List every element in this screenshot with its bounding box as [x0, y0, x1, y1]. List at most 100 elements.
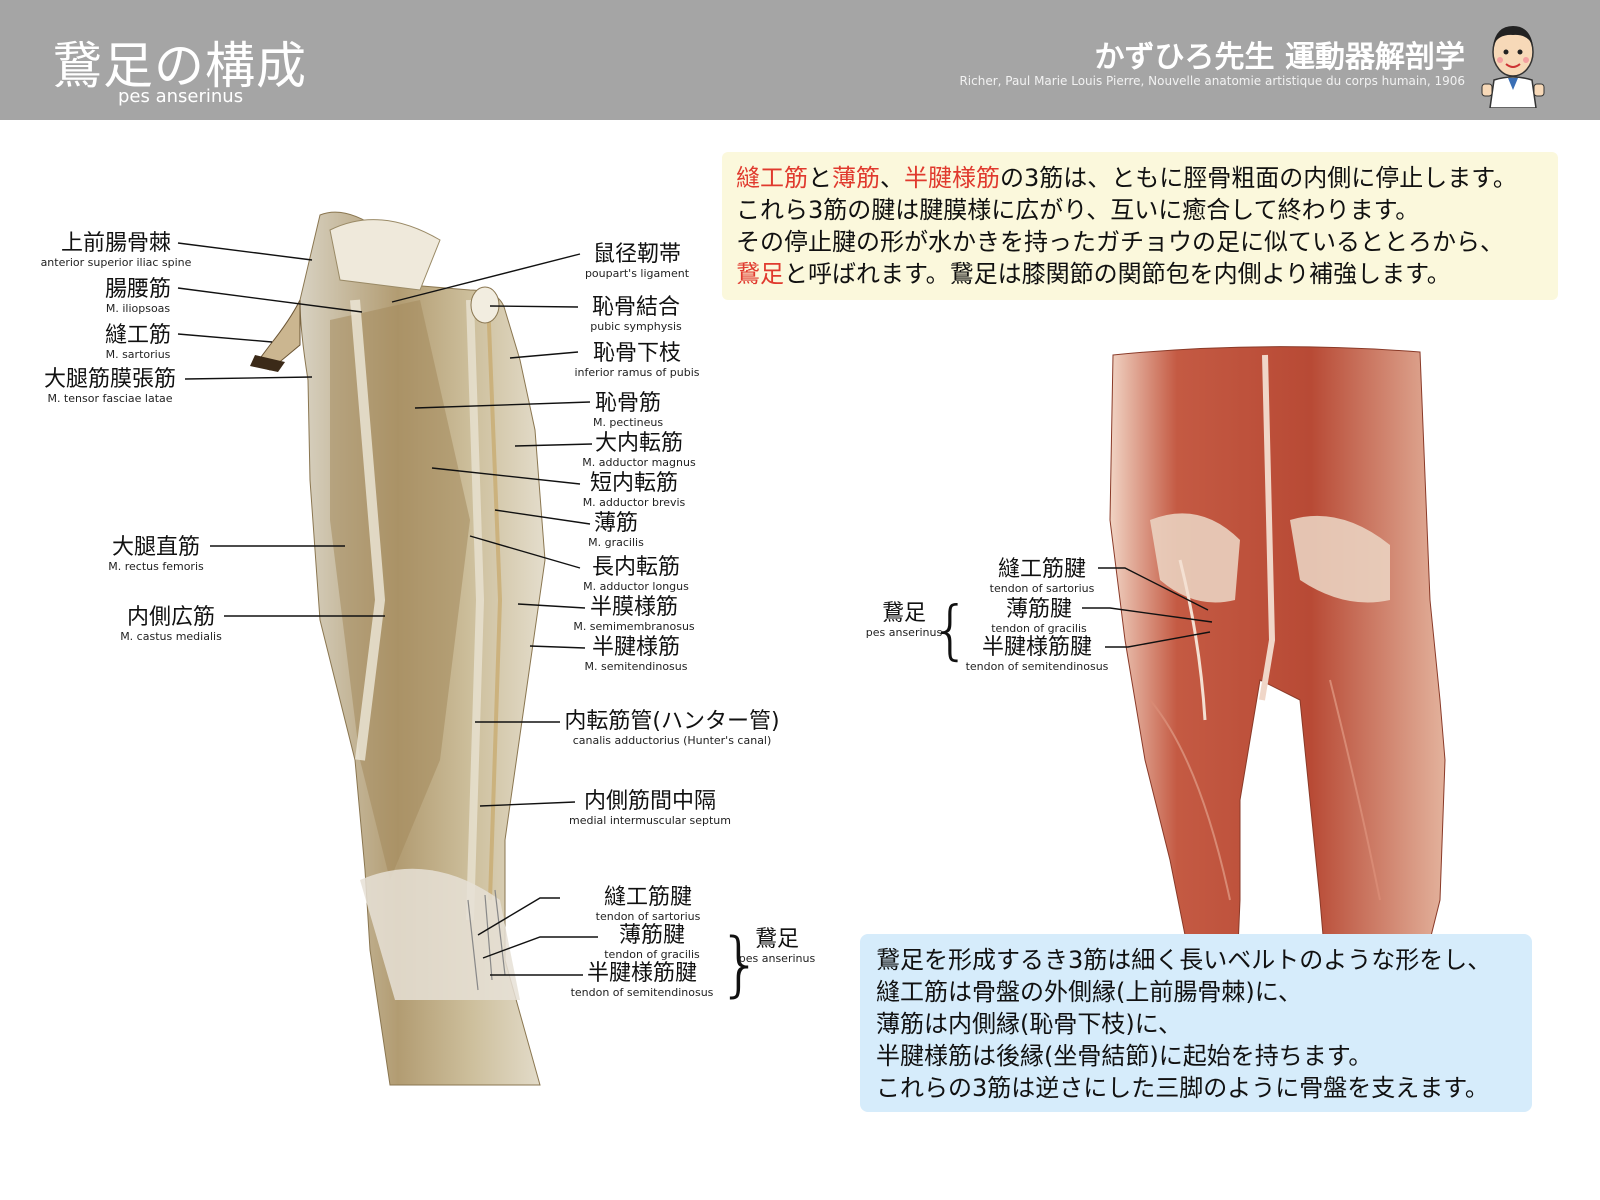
- text-span: と: [808, 164, 832, 192]
- label-en: M. sartorius: [105, 348, 171, 361]
- label-adductor-brevis: 短内転筋 M. adductor brevis: [574, 471, 694, 510]
- text-span: 、: [880, 164, 904, 192]
- label-jp: 縫工筋: [104, 323, 171, 348]
- text-span: と呼ばれます。鵞足は膝関節の関節包を内側より補強します。: [784, 260, 1451, 288]
- label-en: tendon of gracilis: [604, 948, 700, 961]
- label-jp: 恥骨下枝: [592, 341, 681, 366]
- label-jp: 内側筋間中隔: [583, 789, 716, 814]
- label-en: M. pectineus: [592, 416, 664, 429]
- page-title: 鵞足の構成: [52, 37, 307, 95]
- label-en: medial intermuscular septum: [569, 814, 731, 827]
- label-jp: 大腿筋膜張筋: [43, 367, 176, 392]
- text-line: 薄筋は内側縁(恥骨下枝)に、: [876, 1010, 1183, 1038]
- label-inferior-ramus-pubis: 恥骨下枝 inferior ramus of pubis: [566, 341, 708, 380]
- leader-lines: [177, 242, 1213, 976]
- label-rectus-femoris: 大腿直筋 M. rectus femoris: [100, 535, 212, 574]
- label-en: M. castus medialis: [120, 630, 222, 643]
- label-en: canalis adductorius (Hunter's canal): [572, 734, 772, 747]
- knee-illustration: [1109, 346, 1446, 1019]
- label-jp: 薄筋腱: [1005, 597, 1072, 622]
- label-semitendinosus: 半腱様筋 M. semitendinosus: [574, 635, 698, 674]
- label-jp: 腸腰筋: [104, 277, 171, 302]
- label-adductor-longus: 長内転筋 M. adductor longus: [574, 556, 698, 594]
- label-jp: 縫工筋腱: [603, 885, 692, 910]
- label-pes-anserinus-right: 鵞足 pes anserinus: [862, 601, 946, 640]
- label-jp: 大内転筋: [594, 431, 683, 456]
- label-pectineus: 恥骨筋 M. pectineus: [580, 391, 676, 430]
- text-line: 半腱様筋は後縁(坐骨結節)に起始を持ちます。: [876, 1042, 1373, 1070]
- label-en: tendon of semitendinosus: [570, 986, 714, 999]
- label-jp: 半腱様筋腱: [586, 961, 697, 986]
- text-line: 縫工筋と薄筋、半腱様筋の3筋は、ともに脛骨粗面の内側に停止します。: [736, 162, 1544, 194]
- label-en: anterior superior iliac spine: [40, 256, 192, 269]
- text-span: の3筋は、ともに脛骨粗面の内側に停止します。: [1000, 164, 1517, 192]
- label-hunters-canal: 内転筋管(ハンター管) canalis adductorius (Hunter'…: [556, 709, 788, 748]
- label-tendon-sartorius: 縫工筋腱 tendon of sartorius: [588, 885, 708, 924]
- label-en: tendon of gracilis: [991, 622, 1087, 635]
- text-line: その停止腱の形が水かきを持ったガチョウの足に似ているととろから、: [736, 228, 1504, 256]
- label-en: inferior ramus of pubis: [574, 366, 700, 379]
- label-jp: 鵞足: [754, 927, 799, 952]
- label-tendon-gracilis: 薄筋腱 tendon of gracilis: [592, 923, 712, 962]
- label-jp: 半腱様筋: [591, 635, 680, 660]
- label-jp: 鼠径靭帯: [592, 242, 681, 267]
- label-pubic-symphysis: 恥骨結合 pubic symphysis: [580, 295, 692, 334]
- label-gracilis: 薄筋 M. gracilis: [586, 511, 646, 550]
- label-tendon-semitendinosus: 半腱様筋腱 tendon of semitendinosus: [566, 961, 718, 1000]
- text-line: これら3筋の腱は腱膜様に広がり、互いに癒合して終わります。: [736, 196, 1420, 224]
- label-semimembranosus: 半膜様筋 M. semimembranosus: [572, 595, 696, 634]
- text-line: 鵞足を形成するき3筋は細く長いベルトのような形をし、: [876, 946, 1492, 974]
- label-en: M. adductor longus: [583, 580, 689, 593]
- label-jp: 縫工筋腱: [997, 557, 1086, 582]
- label-en: poupart's ligament: [584, 267, 690, 280]
- label-sartorius: 縫工筋 M. sartorius: [90, 323, 186, 362]
- label-en: tendon of sartorius: [989, 582, 1095, 595]
- label-en: M. semitendinosus: [584, 660, 688, 673]
- label-jp: 半腱様筋腱: [981, 635, 1092, 660]
- description-box-top: 縫工筋と薄筋、半腱様筋の3筋は、ともに脛骨粗面の内側に停止します。 これら3筋の…: [722, 152, 1558, 300]
- brace-right: {: [930, 594, 971, 668]
- text-line: これらの3筋は逆さにした三脚のように骨盤を支えます。: [876, 1074, 1489, 1102]
- description-box-bottom: 鵞足を形成するき3筋は細く長いベルトのような形をし、 縫工筋は骨盤の外側縁(上前…: [860, 934, 1532, 1112]
- label-en: M. rectus femoris: [108, 560, 204, 573]
- label-en: M. gracilis: [588, 536, 644, 549]
- label-jp: 恥骨結合: [591, 295, 680, 320]
- label-en: tendon of semitendinosus: [965, 660, 1109, 673]
- label-en: M. semimembranosus: [573, 620, 695, 633]
- avatar: [1481, 26, 1545, 108]
- label-pes-anserinus-left: 鵞足 pes anserinus: [734, 927, 820, 966]
- label-en: tendon of sartorius: [595, 910, 701, 923]
- label-tendon-semitendinosus-right: 半腱様筋腱 tendon of semitendinosus: [962, 635, 1112, 674]
- highlight-sartorius: 縫工筋: [736, 164, 808, 192]
- label-jp: 恥骨筋: [594, 391, 661, 416]
- label-jp: 薄筋腱: [618, 923, 685, 948]
- label-iliopsoas: 腸腰筋 M. iliopsoas: [90, 277, 186, 316]
- label-jp: 薄筋: [593, 511, 638, 536]
- page-subtitle: pes anserinus: [118, 86, 244, 107]
- label-medial-intermuscular-septum: 内側筋間中隔 medial intermuscular septum: [562, 789, 738, 828]
- label-jp: 鵞足: [881, 601, 926, 626]
- header-bar: 鵞足の構成 pes anserinus かずひろ先生 運動器解剖学 Richer…: [0, 0, 1600, 120]
- label-jp: 内転筋管(ハンター管): [564, 709, 780, 734]
- label-asis: 上前腸骨棘 anterior superior iliac spine: [30, 232, 202, 270]
- label-jp: 半膜様筋: [589, 595, 678, 620]
- text-line: 鵞足と呼ばれます。鵞足は膝関節の関節包を内側より補強します。: [736, 258, 1544, 290]
- label-adductor-magnus: 大内転筋 M. adductor magnus: [574, 431, 704, 470]
- label-en: M. tensor fasciae latae: [47, 392, 173, 405]
- label-en: M. adductor brevis: [582, 496, 686, 509]
- text-line: 縫工筋は骨盤の外側縁(上前腸骨棘)に、: [876, 978, 1303, 1006]
- label-poupart-ligament: 鼠径靭帯 poupart's ligament: [572, 242, 702, 281]
- label-en: pes anserinus: [865, 626, 943, 639]
- label-jp: 短内転筋: [589, 471, 678, 496]
- highlight-gracilis: 薄筋: [832, 164, 880, 192]
- label-jp: 内側広筋: [126, 605, 215, 630]
- label-en: pes anserinus: [738, 952, 816, 965]
- label-tensor-fasciae-latae: 大腿筋膜張筋 M. tensor fasciae latae: [36, 367, 184, 406]
- thigh-illustration: [250, 211, 546, 1086]
- label-en: M. iliopsoas: [105, 302, 171, 315]
- label-tendon-sartorius-right: 縫工筋腱 tendon of sartorius: [980, 557, 1104, 596]
- label-jp: 大腿直筋: [111, 535, 200, 560]
- label-en: pubic symphysis: [590, 320, 682, 333]
- brand-name: かずひろ先生 運動器解剖学: [1094, 40, 1465, 75]
